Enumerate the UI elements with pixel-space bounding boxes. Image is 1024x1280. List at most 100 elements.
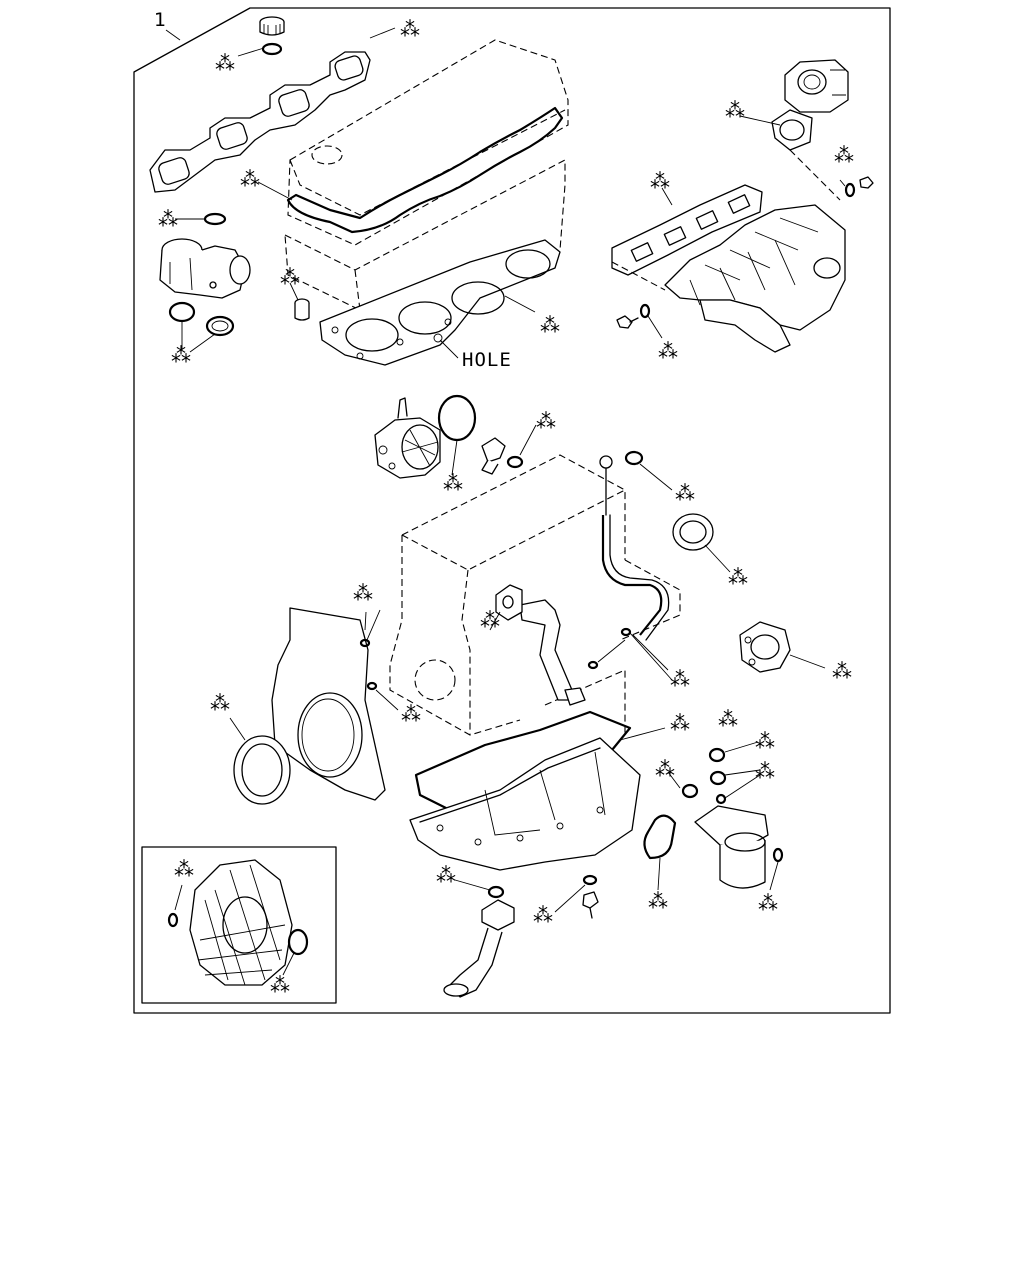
throttle-body-gasket xyxy=(771,109,813,151)
oil-dipstick xyxy=(599,455,670,641)
kit-marker: ⁂ xyxy=(401,702,421,726)
drain-washer-leader xyxy=(454,879,491,891)
oil-pan xyxy=(409,737,641,871)
oil-strainer xyxy=(443,899,515,998)
water-pump xyxy=(739,621,791,673)
housing-o-ring-1 xyxy=(359,638,371,648)
callout-leaders xyxy=(175,27,846,641)
kit-marker: ⁂ xyxy=(171,343,191,367)
housing-o-ring-leader xyxy=(364,611,399,711)
thermostat-o-ring xyxy=(203,212,227,226)
pan-bolt-leader xyxy=(554,884,586,913)
inset-gear-housing xyxy=(189,859,293,986)
throttle-bolt xyxy=(859,176,874,189)
filter-gasket-2 xyxy=(709,770,727,786)
hole-label: HOLE xyxy=(462,349,512,371)
kit-marker: ⁂ xyxy=(670,667,690,691)
kit-marker: ⁂ xyxy=(174,857,194,881)
inset-leaders xyxy=(174,884,295,976)
filler-cap-o-ring xyxy=(261,42,283,56)
oil-cooler-leader xyxy=(489,611,501,631)
kit-marker: ⁂ xyxy=(533,903,553,927)
oil-pan-gasket-leader xyxy=(619,727,666,741)
dipstick-tube-leader xyxy=(597,632,673,681)
pan-bolt xyxy=(582,891,599,919)
kit-marker: ⁂ xyxy=(755,729,775,753)
hole-leader xyxy=(439,339,459,359)
kit-marker: ⁂ xyxy=(755,759,775,783)
kit-marker: ⁂ xyxy=(718,707,738,731)
thermostat-seal-left xyxy=(168,301,196,323)
exhaust-manifold-gasket xyxy=(149,51,371,193)
kit-marker: ⁂ xyxy=(725,98,745,122)
intake-washer xyxy=(639,303,651,319)
kit-marker: ⁂ xyxy=(480,608,500,632)
dipstick-o-ring xyxy=(624,450,644,466)
thermostat-seal-right xyxy=(205,315,235,337)
front-oil-seal-leader xyxy=(229,717,246,741)
throttle-washer xyxy=(844,182,856,198)
thermostat-housing xyxy=(159,238,251,299)
kit-marker: ⁂ xyxy=(675,481,695,505)
item-number-label: 1 xyxy=(154,9,166,31)
pump-o-ring-leader xyxy=(451,439,458,476)
filter-gasket-1 xyxy=(708,747,726,763)
kit-marker: ⁂ xyxy=(655,757,675,781)
filter-gasket-4 xyxy=(681,783,699,799)
housing-o-ring-2 xyxy=(366,681,378,691)
diagram-frame xyxy=(133,7,891,1014)
kit-marker: ⁂ xyxy=(536,409,556,433)
kit-marker: ⁂ xyxy=(650,169,670,193)
oil-pressure-plug xyxy=(481,437,506,475)
kit-marker: ⁂ xyxy=(215,51,235,75)
kit-marker: ⁂ xyxy=(270,973,290,997)
kit-marker: ⁂ xyxy=(400,17,420,41)
drain-plug-washer xyxy=(487,885,505,899)
intake-manifold xyxy=(664,204,846,353)
kit-marker: ⁂ xyxy=(832,659,852,683)
water-outlet-leader xyxy=(657,857,661,891)
kit-marker: ⁂ xyxy=(658,339,678,363)
filter-bolt-washer xyxy=(772,847,784,863)
head-cover-gasket xyxy=(286,106,564,234)
water-pump-leader xyxy=(789,654,826,669)
pump-o-ring xyxy=(437,394,477,442)
flywheel-housing xyxy=(271,607,386,801)
kit-marker: ⁂ xyxy=(670,711,690,735)
dipstick-o-ring-leader xyxy=(639,463,673,491)
kit-marker: ⁂ xyxy=(240,167,260,191)
kit-marker: ⁂ xyxy=(443,471,463,495)
dipstick-tube-o-ring-2 xyxy=(587,660,599,670)
throttle-leader xyxy=(789,149,841,201)
filter-leaders xyxy=(667,741,779,891)
water-outlet-gasket xyxy=(643,814,677,860)
kit-marker: ⁂ xyxy=(210,691,230,715)
rear-oil-seal-leader xyxy=(704,544,731,573)
intake-bolt xyxy=(616,315,639,329)
kit-marker: ⁂ xyxy=(353,581,373,605)
dipstick-tube-o-ring-1 xyxy=(620,627,632,637)
inset-o-ring xyxy=(287,928,309,956)
intake-manifold-gasket xyxy=(611,184,763,276)
kit-marker: ⁂ xyxy=(648,889,668,913)
kit-marker: ⁂ xyxy=(834,143,854,167)
kit-marker: ⁂ xyxy=(540,313,560,337)
plug-washer xyxy=(506,455,524,469)
oil-filter-adapter xyxy=(694,805,769,889)
pan-bolt-washer xyxy=(582,874,598,886)
injection-pump xyxy=(374,397,441,479)
cylinder-block xyxy=(389,454,681,736)
cylinder-head-gasket xyxy=(319,239,561,366)
oil-cooler-gasket xyxy=(495,584,523,621)
kit-marker: ⁂ xyxy=(436,863,456,887)
throttle-body xyxy=(784,59,849,113)
cylinder-head xyxy=(284,159,566,311)
kit-markers: ⁂ ⁂ ⁂ ⁂ ⁂ ⁂ ⁂ ⁂ ⁂ ⁂ ⁂ ⁂ ⁂ ⁂ ⁂ ⁂ ⁂ ⁂ ⁂ ⁂ … xyxy=(158,17,854,997)
oil-filler-cap xyxy=(259,16,285,36)
kit-marker: ⁂ xyxy=(280,265,300,289)
intake-leader xyxy=(611,261,666,291)
inset-box xyxy=(141,846,337,1004)
thermostat-seal-leader xyxy=(181,320,216,353)
front-oil-seal xyxy=(233,735,291,805)
